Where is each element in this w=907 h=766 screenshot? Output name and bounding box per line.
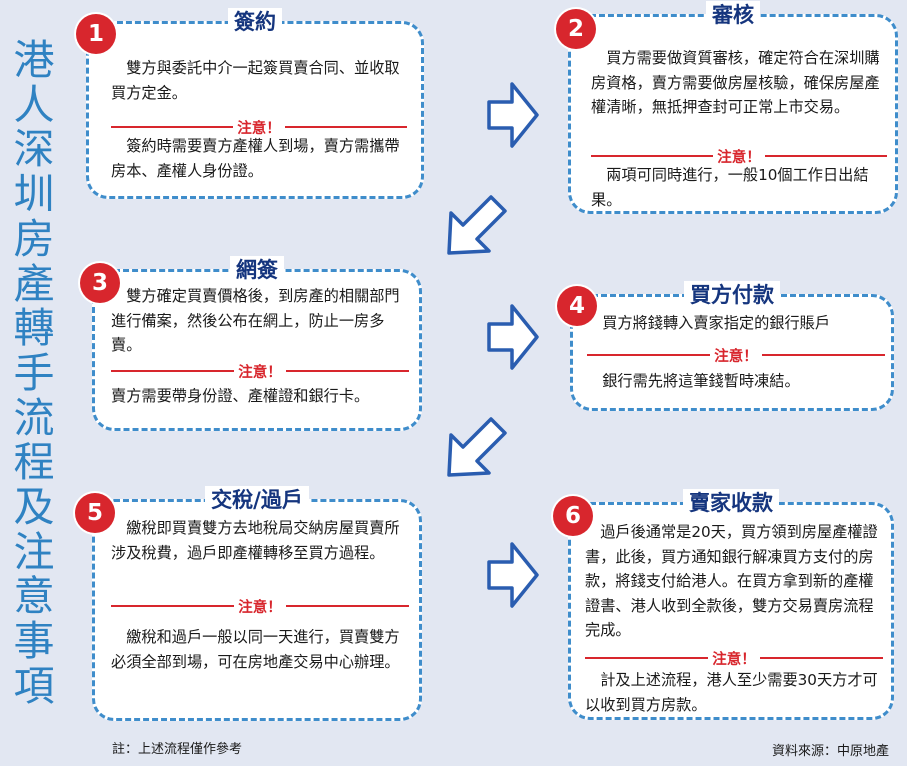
step-card-2: 審核 買方需要做資質審核，確定符合在深圳購房資格，賣方需要做房屋核驗，確保房屋產… [568,1,898,214]
down-left-arrow-icon [447,417,507,477]
step-note: 兩項可同時進行，一般10個工作日出結果。 [591,166,869,209]
source-credit: 資料來源：中原地產 [771,744,889,759]
note-divider: 注意！ [587,346,885,365]
step-badge-5: 5 [75,493,115,533]
step-title: 審核 [706,1,760,29]
step-note: 計及上述流程，港人至少需要30天方才可以收到買方房款。 [585,671,878,714]
title-char: 深 [13,125,55,174]
title-char: 及 [13,483,55,532]
step-card-5: 交稅/過戶 繳稅即買賣雙方去地稅局交納房屋買賣所涉及稅費，過戶即產權轉移至買方過… [92,486,422,721]
down-left-arrow-icon [447,195,507,255]
step-badge-3: 3 [80,263,120,303]
title-char: 項 [13,661,55,710]
note-label: 注意！ [237,120,281,137]
step-badge-4: 4 [557,286,597,326]
title-char: 房 [13,214,55,263]
step-note: 繳稅和過戶一般以同一天進行，買賣雙方必須全部到場，可在房地產交易中心辦理。 [111,628,400,671]
step-title: 簽約 [228,8,282,36]
step-title: 賣家收款 [683,489,779,517]
title-char: 轉 [13,304,55,353]
step-badge-6: 6 [553,496,593,536]
note-label: 注意！ [714,348,758,365]
step-card-3: 網簽 雙方確定買賣價格後，到房產的相關部門進行備案，然後公布在網上，防止一房多賣… [92,256,422,431]
step-description: 過戶後通常是20天，買方領到房屋產權證書，此後，買方通知銀行解凍買方支付的房款，… [585,523,878,639]
title-char: 程 [13,438,55,487]
title-char: 圳 [13,170,55,219]
note-label: 注意！ [238,364,282,381]
title-char: 人 [13,80,55,129]
title-char: 產 [13,259,55,308]
step-note: 銀行需先將這筆錢暫時凍結。 [602,372,800,390]
title-char: 手 [13,348,55,397]
step-title: 買方付款 [684,281,780,309]
note-label: 注意！ [717,149,761,166]
note-divider: 注意！ [111,597,409,616]
title-char: 港 [13,36,55,84]
note-divider: 注意！ [111,118,407,137]
right-arrow-icon [487,304,539,370]
note-divider: 注意！ [591,147,887,166]
step-note: 簽約時需要賣方產權人到場，賣方需攜帶房本、產權人身份證。 [111,137,400,180]
note-divider: 注意！ [111,362,409,381]
main-title: 港人深圳房產轉手流程及注意事項 [8,38,60,709]
title-char: 事 [13,617,55,666]
step-description: 買方將錢轉入賣家指定的銀行賬戶 [602,314,830,332]
note-divider: 注意！ [585,649,883,668]
step-title: 交稅/過戶 [205,486,309,514]
right-arrow-icon [487,542,539,608]
step-card-4: 買方付款 買方將錢轉入賣家指定的銀行賬戶 注意！ 銀行需先將這筆錢暫時凍結。 [570,281,894,411]
step-badge-2: 2 [556,9,596,49]
step-badge-1: 1 [76,14,116,54]
step-description: 雙方確定買賣價格後，到房產的相關部門進行備案，然後公布在網上，防止一房多賣。 [111,287,400,354]
step-card-1: 簽約 雙方與委託中介一起簽買賣合同、並收取買方定金。 注意！ 簽約時需要賣方產權… [86,8,424,199]
title-char: 意 [13,572,55,621]
note-label: 注意！ [712,651,756,668]
title-char: 注 [13,527,55,576]
step-description: 雙方與委託中介一起簽買賣合同、並收取買方定金。 [111,59,400,102]
right-arrow-icon [487,82,539,148]
step-card-6: 賣家收款 過戶後通常是20天，買方領到房屋產權證書，此後，買方通知銀行解凍買方支… [568,489,894,720]
footer-note: 註：上述流程僅作參考 [112,742,243,757]
step-note: 賣方需要帶身份證、產權證和銀行卡。 [111,387,370,405]
step-description: 買方需要做資質審核，確定符合在深圳購房資格，賣方需要做房屋核驗，確保房屋產權清晰… [591,49,880,116]
title-char: 流 [13,393,55,442]
note-label: 注意！ [238,599,282,616]
step-description: 繳稅即買賣雙方去地稅局交納房屋買賣所涉及稅費，過戶即產權轉移至買方過程。 [111,519,400,562]
step-title: 網簽 [230,256,284,284]
